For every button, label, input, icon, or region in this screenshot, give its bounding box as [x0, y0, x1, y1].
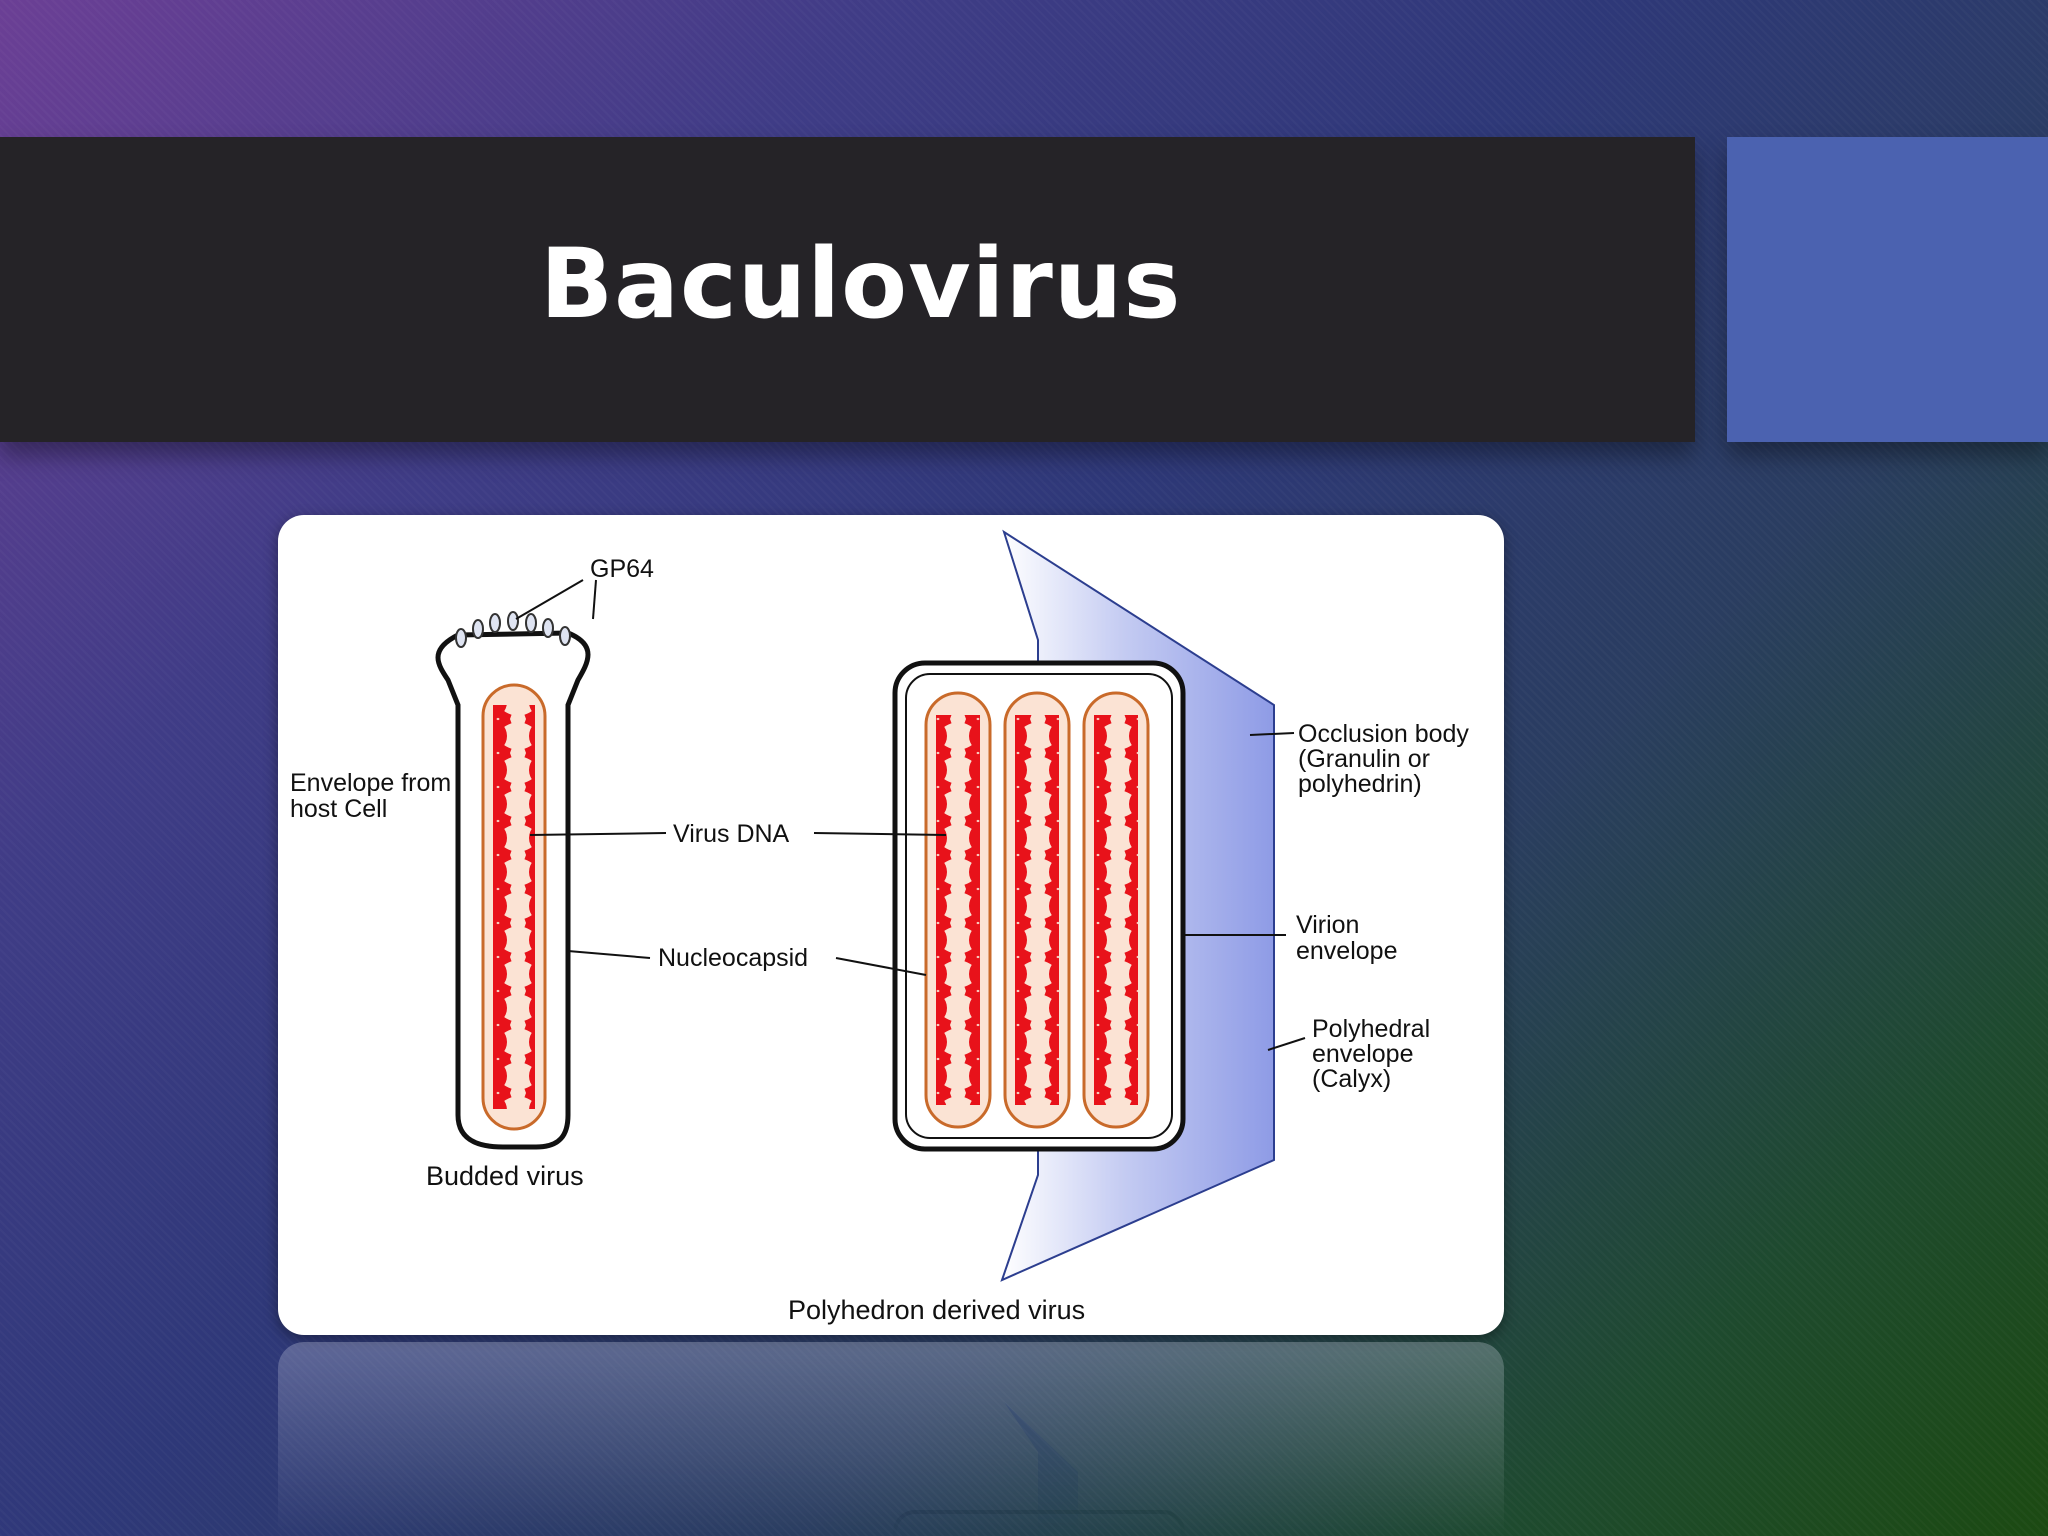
- accent-block: [1727, 137, 2048, 442]
- label-occlusion-1: Occlusion body: [1298, 720, 1469, 748]
- leader-lines: [515, 579, 1306, 1051]
- budded-nucleocapsid: [481, 683, 547, 1131]
- nucleocapsid-2: [1003, 691, 1071, 1129]
- diagram-svg: GP64 Envelope from host Cell Virus DNA N…: [290, 529, 1469, 1325]
- baculovirus-diagram: GP64 Envelope from host Cell Virus DNA N…: [278, 515, 1504, 1335]
- figure-reflection: [278, 1342, 1504, 1536]
- label-virion-1: Virion: [1296, 911, 1359, 939]
- label-budded-virus: Budded virus: [426, 1161, 584, 1191]
- title-banner: [0, 137, 1695, 442]
- label-polyhedron-virus: Polyhedron derived virus: [788, 1295, 1085, 1325]
- nucleocapsid-3: [1082, 691, 1150, 1129]
- label-occlusion-2: (Granulin or: [1298, 745, 1430, 773]
- label-virus-dna: Virus DNA: [673, 820, 790, 848]
- label-occlusion-3: polyhedrin): [1298, 770, 1422, 798]
- label-polyhedral-1: Polyhedral: [1312, 1015, 1430, 1043]
- reflection-svg: [278, 1342, 1504, 1536]
- label-nucleocapsid: Nucleocapsid: [658, 944, 808, 972]
- label-polyhedral-3: (Calyx): [1312, 1065, 1391, 1093]
- nucleocapsid-1: [924, 691, 992, 1129]
- label-polyhedral-2: envelope: [1312, 1040, 1413, 1068]
- slide-title: Baculovirus: [540, 228, 1182, 340]
- label-virion-2: envelope: [1296, 937, 1397, 965]
- label-gp64: GP64: [590, 555, 654, 583]
- gp64-spikes: [455, 611, 571, 648]
- label-envelope-1: Envelope from: [290, 769, 451, 797]
- label-envelope-2: host Cell: [290, 795, 387, 823]
